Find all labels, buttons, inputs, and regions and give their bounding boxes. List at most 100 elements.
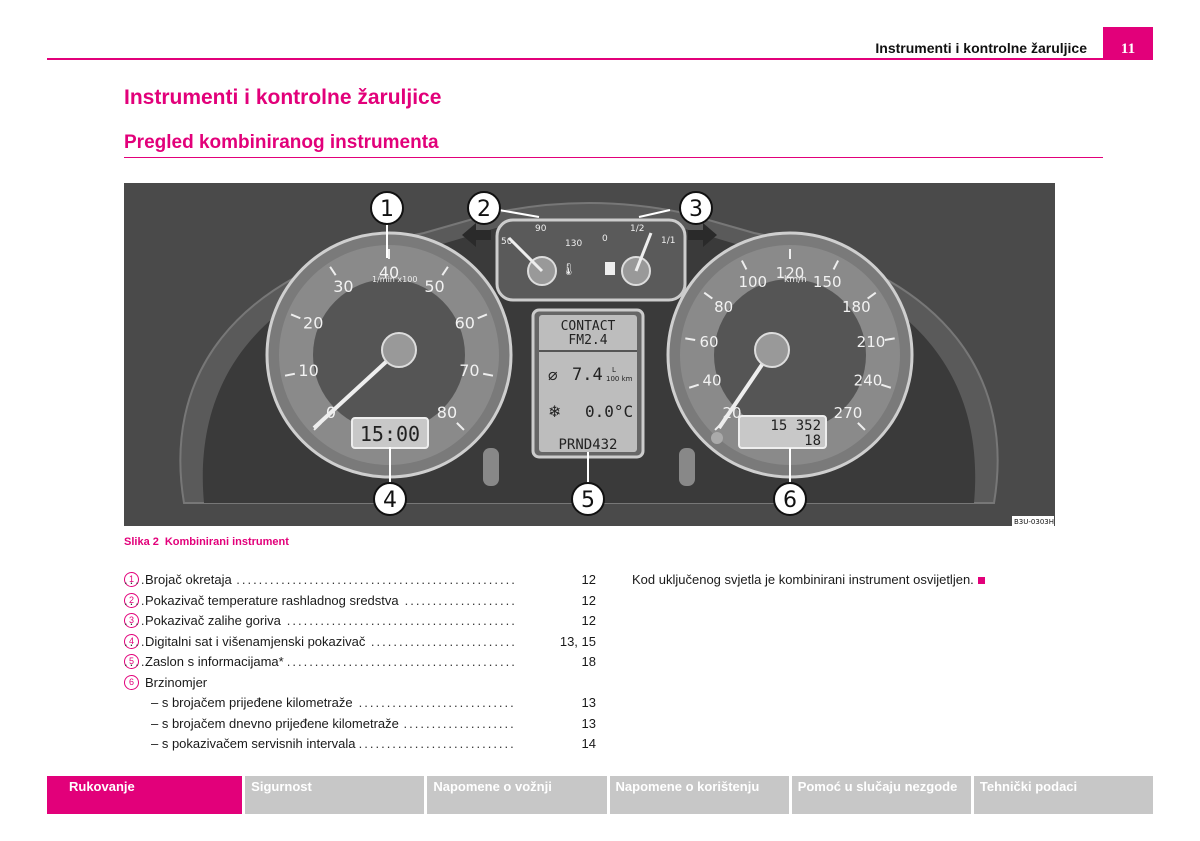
nav-tab-pomoc[interactable]: Pomoć u slučaju nezgode (791, 776, 971, 814)
nav-tab-tehnicki[interactable]: Tehnički podaci (973, 776, 1154, 814)
legend-label: Brzinomjer (145, 674, 212, 690)
side-note: Kod uključenog svjetla je kombinirani in… (632, 570, 985, 590)
header-rule (47, 58, 1153, 60)
nav-tab-sigurnost[interactable]: Sigurnost (245, 776, 425, 814)
fuel-pump-icon (605, 262, 615, 275)
figure-code-bg (1012, 516, 1054, 526)
speed-tick (857, 422, 866, 431)
legend-label: Digitalni sat i višenamjenski pokazivač (145, 633, 370, 649)
speed-tick (832, 260, 840, 270)
fuel-tick-0: 0 (602, 234, 608, 244)
right-knob (679, 448, 695, 486)
speed-tick-label: 80 (714, 298, 733, 316)
rpm-tick-label: 60 (455, 314, 475, 333)
tachometer: 01020304050607080 1/min x100 15:00 (265, 231, 513, 479)
subsection-rule (124, 157, 1103, 158)
legend-number: 4 (124, 633, 139, 649)
speed-tick (880, 383, 892, 389)
speed-tick-label: 270 (834, 404, 863, 422)
side-note-text: Kod uključenog svjetla je kombinirani in… (632, 572, 974, 587)
right-turn-arrow-icon (688, 223, 717, 247)
legend-label: Pokazivač zalihe goriva (145, 613, 285, 628)
rpm-tick (329, 266, 337, 276)
rpm-tick-label: 50 (424, 277, 444, 296)
legend-label: Zaslon s informacijama* (145, 654, 288, 669)
speed-tick-label: 100 (738, 273, 767, 291)
rpm-unit-label: 1/min x100 (372, 275, 417, 284)
end-mark-icon (977, 577, 985, 584)
legend-number: 2 (124, 592, 139, 608)
speed-tick (688, 383, 700, 389)
aux-gauges: 50 90 130 🌡 0 1/2 1/1 (495, 218, 687, 302)
rpm-tick (284, 372, 296, 377)
temp-tick-130: 130 (565, 239, 582, 249)
legend-item: ........................................… (124, 631, 596, 652)
speed-tick (740, 260, 748, 270)
fuel-needle (634, 232, 653, 272)
speed-tick-label: 210 (857, 333, 886, 351)
callout-number: 1 (380, 197, 394, 222)
speed-tick (703, 291, 713, 300)
fuel-tick-half: 1/2 (630, 224, 644, 234)
coolant-icon: 🌡 (561, 262, 576, 276)
rpm-tick (482, 372, 494, 377)
legend-label: Pokazivač temperature rashladnog sredstv… (145, 592, 403, 608)
callout-3: 3 (679, 191, 713, 225)
temp-tick-50: 50 (501, 237, 513, 247)
consumption-icon: ⌀ (548, 365, 558, 384)
rpm-tick-label: 80 (437, 403, 457, 422)
legend-subitem: ........................................… (124, 693, 596, 714)
figure-code: B3U-0303H (1014, 518, 1054, 526)
callout-number: 6 (783, 488, 797, 513)
nav-tab-rukovanje[interactable]: Rukovanje (47, 776, 243, 814)
callout-number: 3 (689, 197, 703, 222)
clock-display: 15:00 (360, 422, 420, 446)
odometer-display: 15 352 (770, 418, 821, 434)
nav-tab-napomene-voznji[interactable]: Napomene o vožnji (427, 776, 607, 814)
legend-number: 6 (124, 674, 139, 690)
legend-page: 12 (577, 570, 596, 591)
legend-number: 3 (124, 613, 139, 629)
legend-item: ........................................… (124, 611, 596, 632)
consumption-unit-bottom: 100 km (606, 375, 633, 383)
left-turn-arrow-icon (462, 223, 491, 247)
callout-number: 2 (477, 197, 491, 222)
rpm-tick (441, 266, 449, 276)
rpm-tick-label: 30 (333, 277, 353, 296)
callout-2: 2 (467, 191, 501, 225)
callout-number: 4 (383, 488, 397, 513)
temp-tick-90: 90 (535, 224, 547, 234)
legend-sublabel: – s brojačem dnevno prijeđene kilometraž… (151, 715, 403, 731)
rpm-tick (456, 422, 465, 431)
fuel-tick-full: 1/1 (661, 236, 675, 246)
rpm-tick-label: 10 (298, 361, 318, 380)
legend-subitem: ........................................… (124, 713, 596, 734)
section-title: Instrumenti i kontrolne žaruljice (124, 86, 442, 109)
rpm-tick (477, 313, 488, 320)
left-knob (483, 448, 499, 486)
speed-tick-label: 180 (842, 298, 871, 316)
consumption-unit-top: L (612, 366, 616, 374)
instrument-cluster-figure: 01020304050607080 1/min x100 15:00 20406… (124, 183, 1055, 526)
legend-number: 1 (124, 572, 139, 588)
legend-page: 12 (577, 611, 596, 632)
bottom-nav: Rukovanje Sigurnost Napomene o vožnji Na… (47, 776, 1154, 814)
legend-subitem: ........................................… (124, 734, 596, 755)
callout-6: 6 (773, 482, 807, 516)
caption-label: Slika 2 (124, 536, 159, 548)
speed-tick (884, 337, 895, 341)
legend-item: ........................................… (124, 590, 596, 611)
snowflake-icon: ❄ (548, 402, 561, 421)
nav-tab-napomene-koristenju[interactable]: Napomene o korištenju (609, 776, 789, 814)
speed-tick (685, 337, 696, 341)
callout-5: 5 (571, 482, 605, 516)
consumption-value: 7.4 (572, 365, 603, 385)
legend-page: 13, 15 (555, 631, 596, 652)
info-line1: CONTACT (561, 319, 616, 334)
callout-1: 1 (370, 191, 404, 225)
callout-4: 4 (373, 482, 407, 516)
trip-display: 18 (804, 433, 821, 449)
callout-number: 5 (581, 488, 595, 513)
gear-indicator: PRND432 (558, 437, 617, 453)
